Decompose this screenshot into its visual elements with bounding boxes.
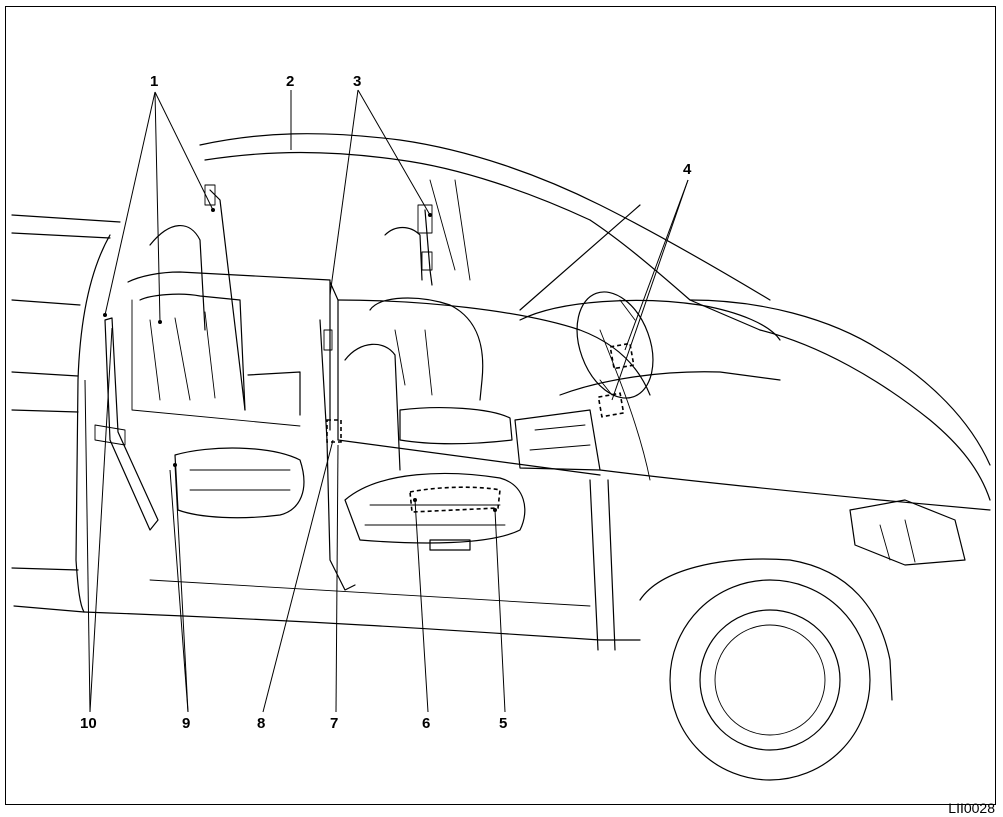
callout-9: 9 xyxy=(182,715,191,732)
occupant-sensor-zone xyxy=(409,486,501,513)
figure-code: LII0028 xyxy=(948,800,995,816)
front-seat xyxy=(319,204,526,591)
callout-8: 8 xyxy=(257,715,266,732)
callout-5: 5 xyxy=(499,715,508,732)
buckle-sensor-zone xyxy=(326,419,342,443)
callout-1: 1 xyxy=(150,73,159,90)
callout-10: 10 xyxy=(80,715,97,732)
callout-6: 6 xyxy=(422,715,431,732)
callout-2: 2 xyxy=(286,73,295,90)
diagram-frame xyxy=(5,6,996,805)
vehicle-body xyxy=(11,133,991,781)
leader-lines xyxy=(84,89,689,713)
callout-3: 3 xyxy=(353,73,362,90)
airbag-zone-lower xyxy=(597,392,625,418)
callout-4: 4 xyxy=(683,161,692,178)
callout-7: 7 xyxy=(330,715,339,732)
dashboard xyxy=(514,291,781,471)
rear-seat xyxy=(94,184,305,531)
